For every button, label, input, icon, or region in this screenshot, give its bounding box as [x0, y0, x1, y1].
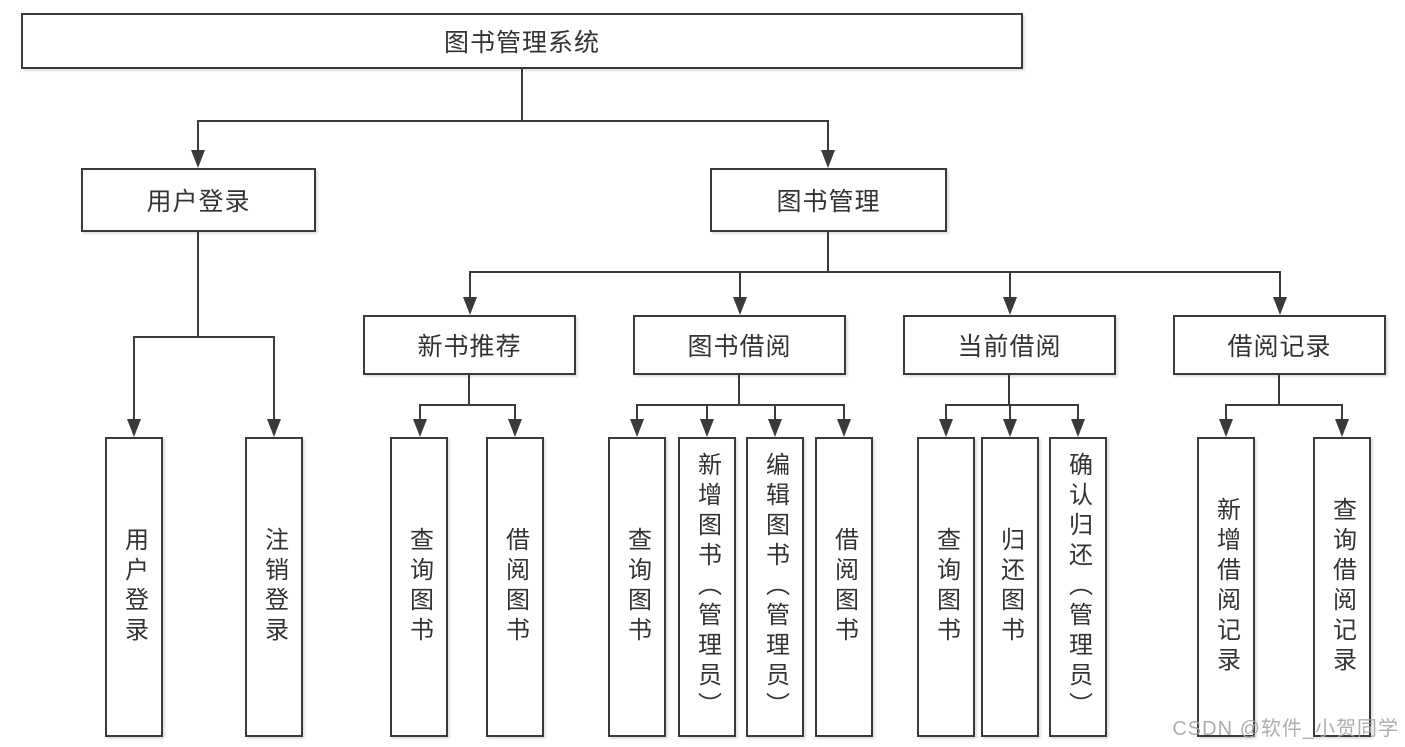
arrowhead-icon — [1335, 419, 1349, 437]
arrowhead-icon — [1273, 297, 1287, 315]
edge-drop-leaf — [1009, 404, 1011, 421]
edge-drop-level3 — [739, 271, 741, 299]
leaf-add-book-admin: 新增图书（管理员） — [678, 437, 736, 737]
arrowhead-icon — [1219, 419, 1233, 437]
edge-drop-leaf — [1225, 404, 1227, 421]
csdn-watermark: CSDN @软件_小贺同学 — [1172, 718, 1399, 740]
edge-group-bus — [636, 404, 845, 406]
edge-group-bus — [945, 404, 1079, 406]
edge-book-management-drop — [827, 232, 829, 273]
edge-level2-bus — [197, 120, 829, 122]
node-new-book-recommend: 新书推荐 — [363, 315, 576, 375]
node-library-management-system: 图书管理系统 — [21, 13, 1023, 69]
leaf-label: 查询图书 — [405, 527, 433, 647]
arrowhead-icon — [630, 419, 644, 437]
arrowhead-icon — [1003, 297, 1017, 315]
arrowhead-icon — [837, 419, 851, 437]
arrowhead-icon — [821, 150, 835, 168]
leaf-query-borrow-record: 查询借阅记录 — [1313, 437, 1371, 737]
edge-drop-book-management — [827, 120, 829, 152]
leaf-label: 借阅图书 — [830, 527, 858, 647]
leaf-add-borrow-record: 新增借阅记录 — [1197, 437, 1255, 737]
leaf-label: 借阅图书 — [501, 527, 529, 647]
leaf-return-book: 归还图书 — [981, 437, 1039, 737]
leaf-label: 确认归还（管理员） — [1064, 452, 1092, 722]
edge-drop-user-login — [197, 120, 199, 152]
leaf-borrow-books-recommend: 借阅图书 — [486, 437, 544, 737]
arrowhead-icon — [1071, 419, 1085, 437]
edge-user-login-drop — [197, 232, 199, 338]
edge-drop-leaf — [706, 404, 708, 421]
leaf-user-login: 用户登录 — [105, 437, 163, 737]
edge-group-bus — [1225, 404, 1343, 406]
edge-drop-level3 — [1279, 271, 1281, 299]
edge-drop-leaf — [843, 404, 845, 421]
arrowhead-icon — [191, 150, 205, 168]
edge-group-bus — [419, 404, 516, 406]
edge-group-drop — [738, 375, 740, 406]
leaf-query-books-recommend: 查询图书 — [390, 437, 448, 737]
arrowhead-icon — [939, 419, 953, 437]
edge-root-drop — [521, 69, 523, 121]
leaf-borrow-books-borrowing: 借阅图书 — [815, 437, 873, 737]
edge-user-login-bus — [133, 336, 275, 338]
leaf-label: 查询图书 — [623, 527, 651, 647]
arrowhead-icon — [413, 419, 427, 437]
leaf-label: 编辑图书（管理员） — [761, 452, 789, 722]
edge-drop-leaf — [945, 404, 947, 421]
edge-drop-leaf — [133, 336, 135, 421]
arrowhead-icon — [463, 297, 477, 315]
arrowhead-icon — [733, 297, 747, 315]
arrowhead-icon — [700, 419, 714, 437]
edge-drop-leaf — [419, 404, 421, 421]
edge-drop-leaf — [514, 404, 516, 421]
edge-drop-leaf — [636, 404, 638, 421]
edge-drop-leaf — [1077, 404, 1079, 421]
edge-drop-level3 — [469, 271, 471, 299]
edge-drop-level3 — [1009, 271, 1011, 299]
arrowhead-icon — [267, 419, 281, 437]
edge-group-drop — [1278, 375, 1280, 406]
node-book-borrowing: 图书借阅 — [633, 315, 846, 375]
edge-drop-leaf — [273, 336, 275, 421]
node-user-login: 用户登录 — [81, 168, 316, 232]
arrowhead-icon — [1003, 419, 1017, 437]
leaf-logout: 注销登录 — [245, 437, 303, 737]
arrowhead-icon — [127, 419, 141, 437]
leaf-label: 归还图书 — [996, 527, 1024, 647]
edge-drop-leaf — [774, 404, 776, 421]
leaf-label: 查询借阅记录 — [1328, 497, 1356, 677]
leaf-edit-book-admin: 编辑图书（管理员） — [746, 437, 804, 737]
leaf-query-books-current: 查询图书 — [917, 437, 975, 737]
arrowhead-icon — [508, 419, 522, 437]
node-borrowing-records: 借阅记录 — [1173, 315, 1386, 375]
leaf-confirm-return-admin: 确认归还（管理员） — [1049, 437, 1107, 737]
leaf-label: 新增借阅记录 — [1212, 497, 1240, 677]
leaf-label: 查询图书 — [932, 527, 960, 647]
node-book-management: 图书管理 — [710, 168, 947, 232]
edge-level3-bus — [469, 271, 1281, 273]
edge-drop-leaf — [1341, 404, 1343, 421]
leaf-label: 用户登录 — [120, 527, 148, 647]
arrowhead-icon — [768, 419, 782, 437]
edge-group-drop — [1008, 375, 1010, 406]
leaf-label: 新增图书（管理员） — [693, 452, 721, 722]
node-current-borrowing: 当前借阅 — [903, 315, 1116, 375]
leaf-query-books-borrowing: 查询图书 — [608, 437, 666, 737]
leaf-label: 注销登录 — [260, 527, 288, 647]
edge-group-drop — [468, 375, 470, 406]
